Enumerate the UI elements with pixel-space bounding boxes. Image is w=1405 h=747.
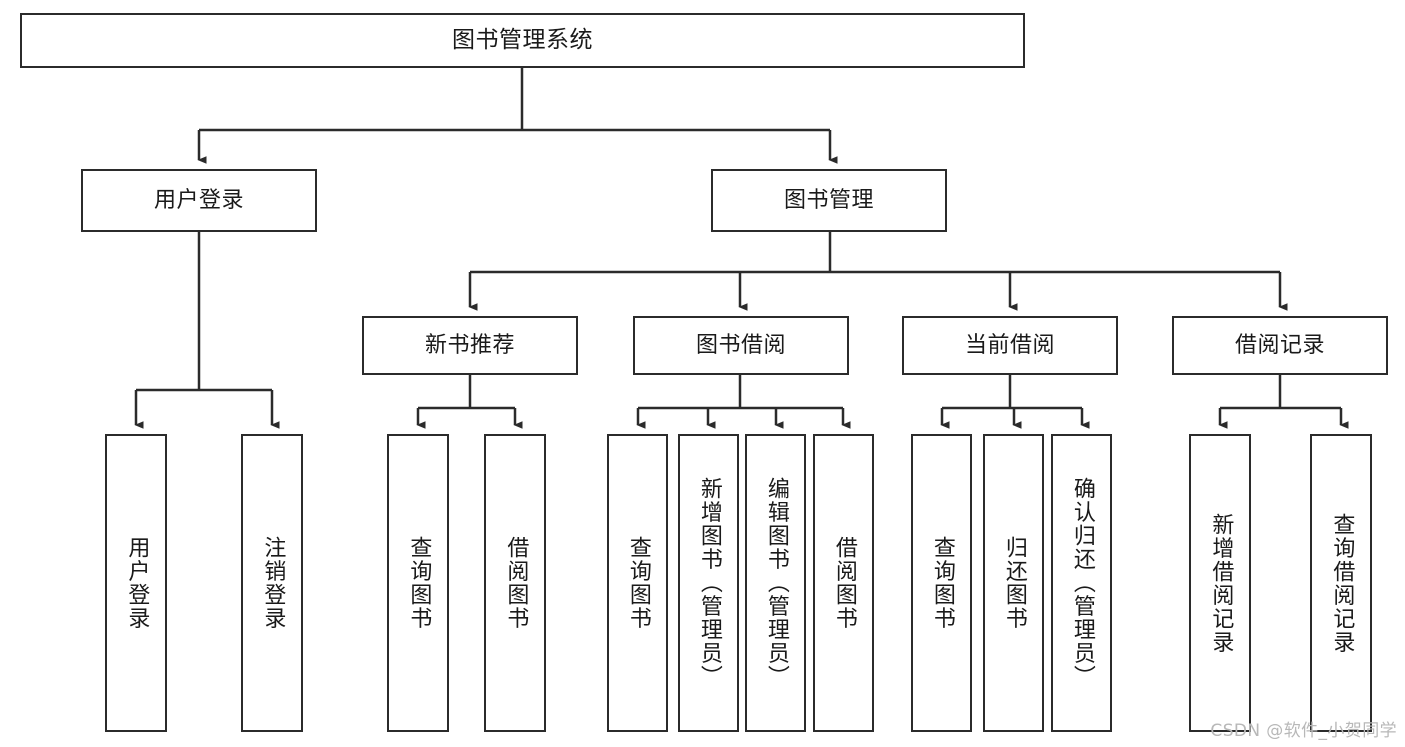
node-user-login-label: 用户登录	[153, 187, 244, 213]
node-new-book-recommend-label: 新书推荐	[424, 332, 515, 358]
leaf-logout-label: 注销登录	[260, 536, 286, 630]
node-borrow-record[interactable]: 借阅记录	[1172, 316, 1388, 375]
leaf-query-borrow-record-label: 查询借阅记录	[1329, 512, 1355, 654]
node-current-borrow-label: 当前借阅	[964, 332, 1055, 358]
leaf-edit-book-admin[interactable]: 编辑图书（管理员）	[745, 434, 806, 732]
leaf-add-book-admin[interactable]: 新增图书（管理员）	[678, 434, 739, 732]
leaf-logout[interactable]: 注销登录	[241, 434, 303, 732]
leaf-borrow-book-label: 借阅图书	[831, 536, 857, 630]
leaf-borrow-book[interactable]: 借阅图书	[813, 434, 874, 732]
leaf-query-book-newbook-label: 查询图书	[406, 536, 432, 630]
leaf-user-login[interactable]: 用户登录	[105, 434, 167, 732]
leaf-confirm-return-admin-label: 确认归还（管理员）	[1069, 477, 1095, 689]
node-root[interactable]: 图书管理系统	[20, 13, 1025, 68]
node-book-management[interactable]: 图书管理	[711, 169, 947, 232]
leaf-return-book-label: 归还图书	[1001, 536, 1027, 630]
node-borrow-record-label: 借阅记录	[1234, 332, 1325, 358]
csdn-watermark: CSDN @软件_小贺同学	[1210, 721, 1397, 741]
leaf-add-borrow-record-label: 新增借阅记录	[1208, 512, 1234, 654]
node-new-book-recommend[interactable]: 新书推荐	[362, 316, 578, 375]
leaf-query-borrow-record[interactable]: 查询借阅记录	[1310, 434, 1372, 732]
node-current-borrow[interactable]: 当前借阅	[902, 316, 1118, 375]
leaf-borrow-book-newbook-label: 借阅图书	[503, 536, 529, 630]
leaf-query-book-newbook[interactable]: 查询图书	[387, 434, 449, 732]
leaf-add-book-admin-label: 新增图书（管理员）	[696, 477, 722, 689]
leaf-edit-book-admin-label: 编辑图书（管理员）	[763, 477, 789, 689]
leaf-query-book-borrow-label: 查询图书	[625, 536, 651, 630]
leaf-borrow-book-newbook[interactable]: 借阅图书	[484, 434, 546, 732]
leaf-user-login-label: 用户登录	[124, 536, 150, 630]
leaf-return-book[interactable]: 归还图书	[983, 434, 1044, 732]
leaf-query-book-borrow[interactable]: 查询图书	[607, 434, 668, 732]
leaf-add-borrow-record[interactable]: 新增借阅记录	[1189, 434, 1251, 732]
node-book-management-label: 图书管理	[783, 187, 874, 213]
leaf-query-book-current[interactable]: 查询图书	[911, 434, 972, 732]
node-book-borrow-label: 图书借阅	[695, 332, 786, 358]
node-root-label: 图书管理系统	[452, 26, 593, 53]
node-user-login[interactable]: 用户登录	[81, 169, 317, 232]
leaf-confirm-return-admin[interactable]: 确认归还（管理员）	[1051, 434, 1112, 732]
leaf-query-book-current-label: 查询图书	[929, 536, 955, 630]
node-book-borrow[interactable]: 图书借阅	[633, 316, 849, 375]
